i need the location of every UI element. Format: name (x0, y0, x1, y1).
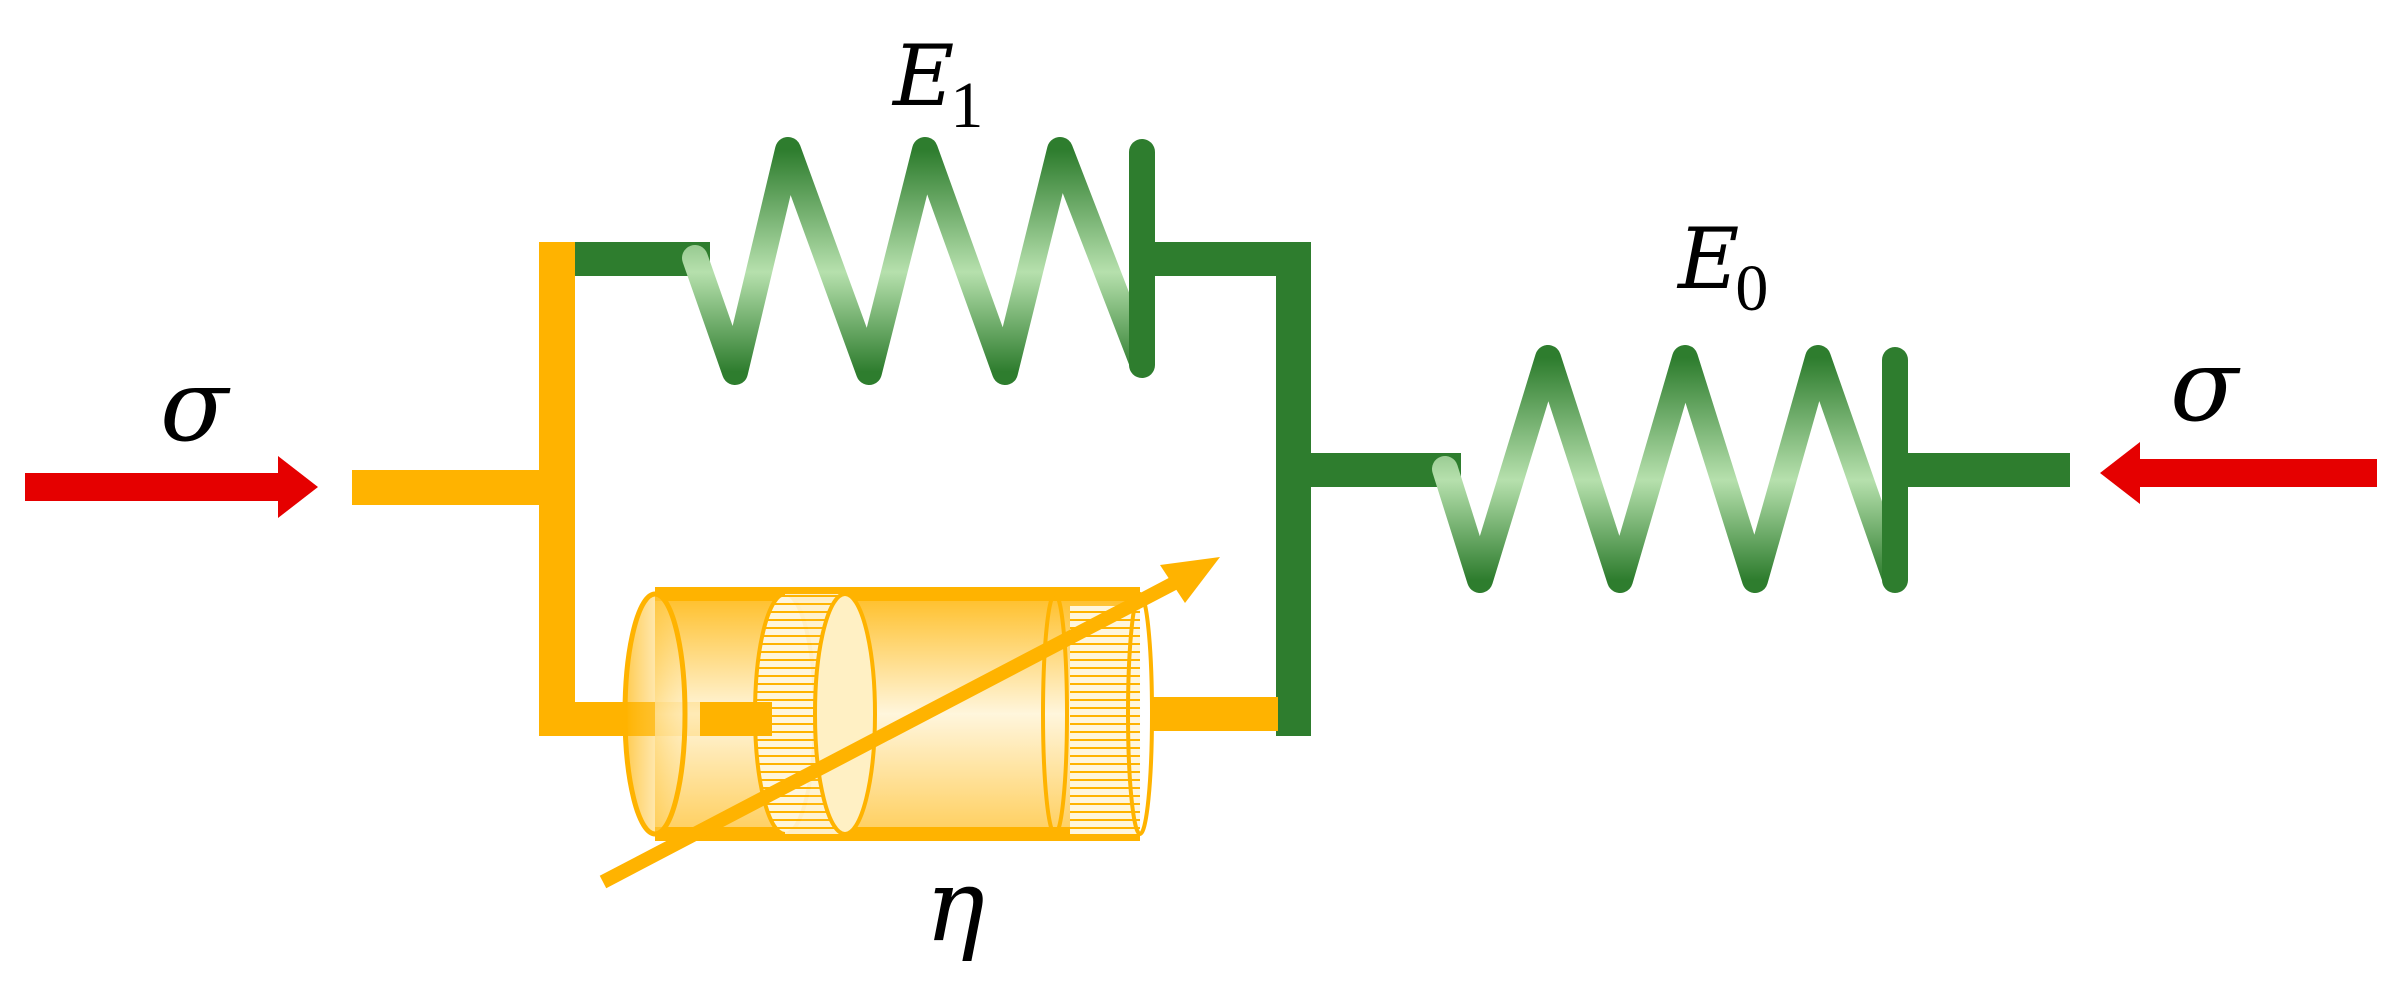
spring-e0 (1432, 345, 1908, 593)
sigma-left-label: σ (160, 347, 231, 464)
left-frame-vertical (539, 242, 575, 736)
dashpot-rod-right (1150, 697, 1278, 731)
dashpot-eta (599, 557, 1220, 889)
spring-e1-label: E1 (891, 27, 983, 142)
dashpot-eta-label: η (925, 847, 985, 964)
force-arrow-right (2100, 442, 2377, 504)
spring-e1 (682, 137, 1155, 385)
spring-e0-label: E0 (1676, 210, 1768, 325)
force-arrow-left (25, 456, 318, 518)
input-rod-left (352, 470, 542, 505)
right-frame-vertical (1276, 242, 1311, 736)
sigma-right-label: σ (2170, 327, 2241, 444)
spring-e0-wire-right (1900, 453, 2070, 487)
